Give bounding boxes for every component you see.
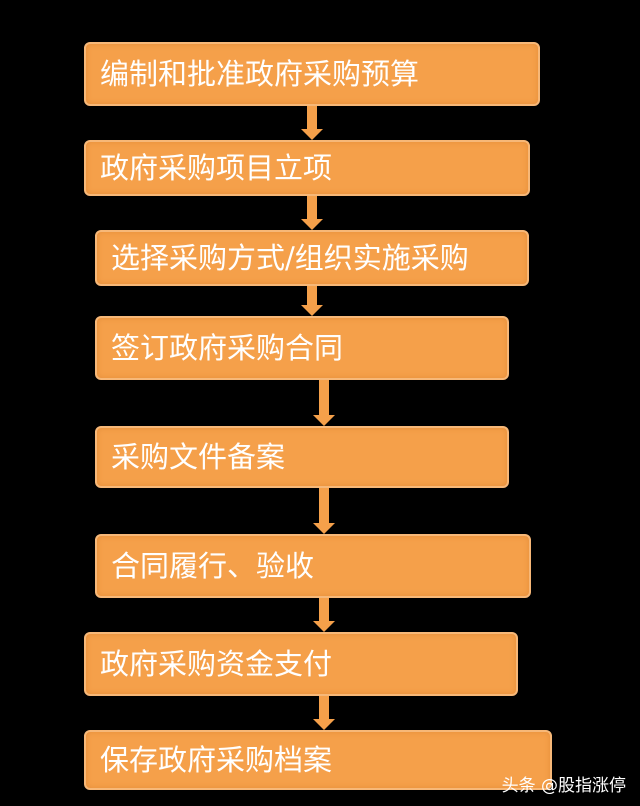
flow-arrow-3 [301,286,323,316]
watermark: 头条 @股指涨停 [502,771,626,796]
flow-arrow-1 [301,106,323,140]
watermark-author: @股指涨停 [541,776,626,796]
flow-step-7: 政府采购资金支付 [84,632,518,696]
flow-arrow-7 [313,696,335,730]
flow-step-6: 合同履行、验收 [95,534,531,598]
flow-arrow-5 [313,488,335,534]
flow-step-2: 政府采购项目立项 [84,140,530,196]
watermark-source: 头条 [501,776,536,796]
flow-step-1: 编制和批准政府采购预算 [84,42,540,106]
flow-arrow-6 [313,598,335,632]
flow-step-3: 选择采购方式/组织实施采购 [95,230,529,286]
flow-step-5: 采购文件备案 [95,426,509,488]
flow-step-4: 签订政府采购合同 [95,316,509,380]
flow-arrow-2 [301,196,323,230]
flow-step-8: 保存政府采购档案 [84,730,552,790]
flow-arrow-4 [313,380,335,426]
